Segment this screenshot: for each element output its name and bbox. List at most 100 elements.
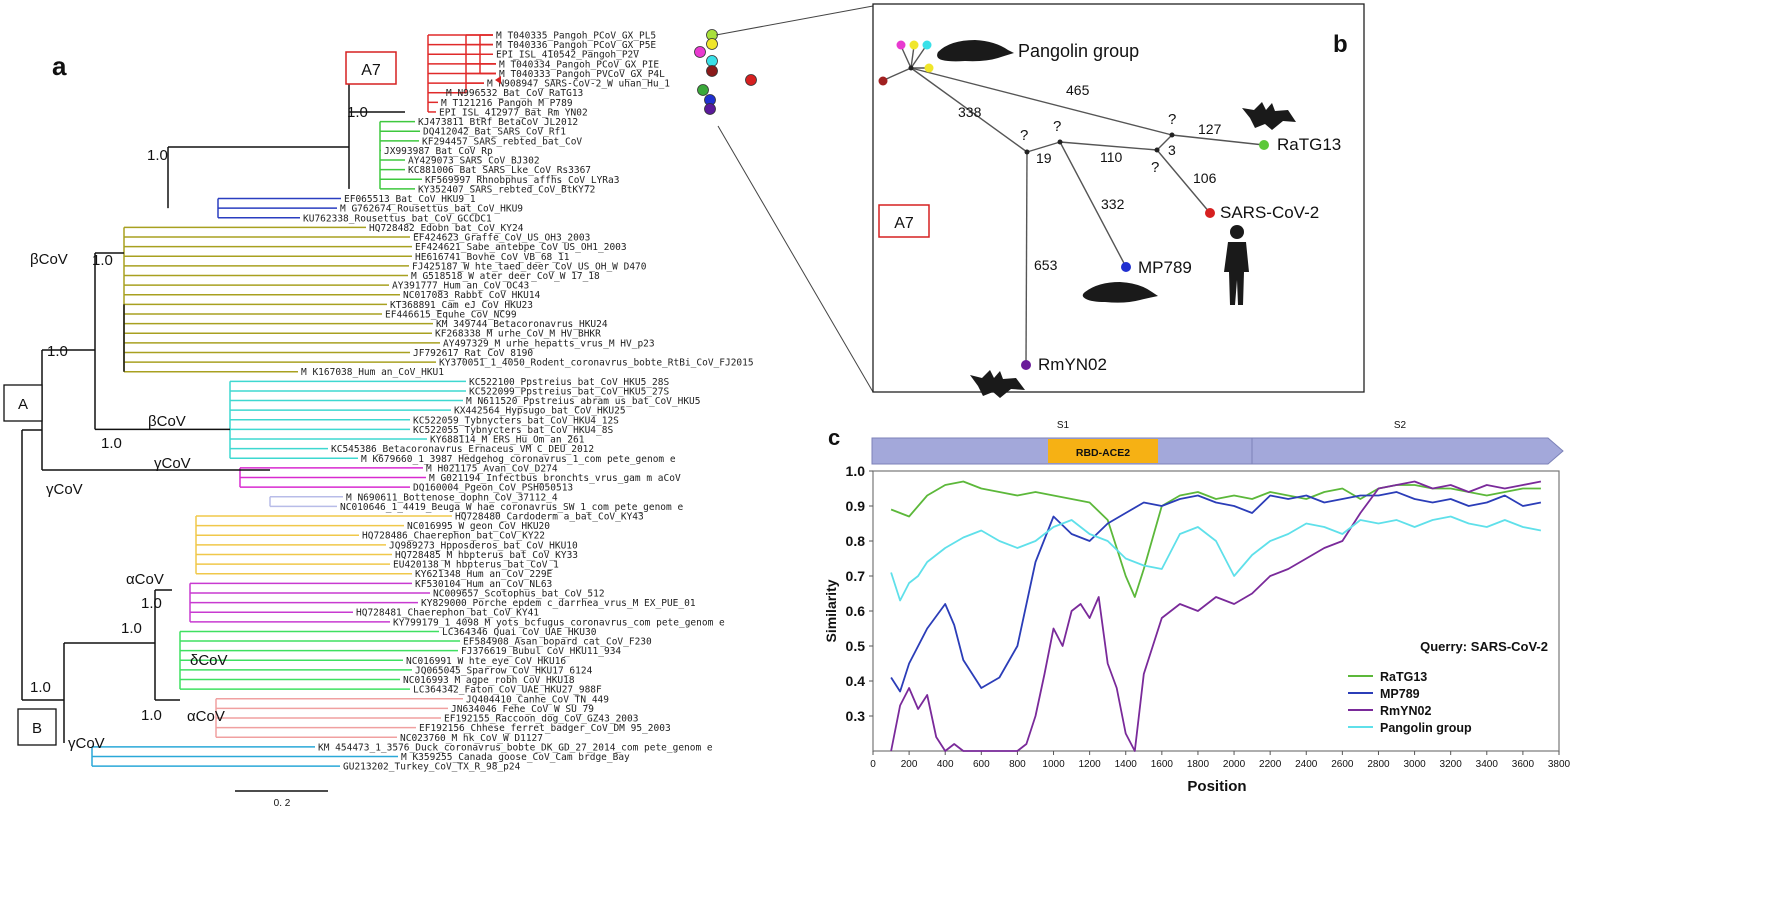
y-tick-label: 0.5 <box>846 638 866 654</box>
taxon-label: KF268338_M urhe_CoV_M HV_BHKR <box>435 329 601 340</box>
taxon-label: EPI_ISL_412977_Bat_Rm YN02 <box>439 107 588 118</box>
genus-alpha-1: αCoV <box>126 571 164 588</box>
legend-pangolin: Pangolin group <box>1380 721 1472 735</box>
taxon-label: KT368891_Cam eJ_CoV_HKU23 <box>390 300 533 311</box>
x-tick-label: 800 <box>1009 759 1026 770</box>
x-tick-label: 3800 <box>1548 759 1571 770</box>
taxon-label: KM 454473_1_3576_Duck_coronavrus_bobte_D… <box>318 742 713 753</box>
node-p1e <box>922 40 932 50</box>
taxon-label: EPI_ISL_410542_Pangoh_P2V <box>496 50 639 61</box>
y-axis-ticks: 1.00.90.80.70.60.50.40.3 <box>846 463 873 724</box>
taxon-label: M T121216_Pangoh_M P789 <box>441 98 573 109</box>
node-p5e <box>909 40 919 50</box>
taxon-label: KU762338_Rousettus_bat_CoV_GCCDC1 <box>303 213 492 224</box>
label-rmyn02: RmYN02 <box>1038 355 1107 374</box>
connector-bottom <box>717 125 874 393</box>
taxon-label: M N996532_Bat_CoV_RaTG13 <box>446 88 583 99</box>
label-sars-cov-2: SARS-CoV-2 <box>1220 203 1319 222</box>
legend-mp789: MP789 <box>1380 687 1420 701</box>
support-a7: 1.0 <box>347 104 368 121</box>
taxon-label: HQ728481_Chaerephon_bat_CoV_KY41 <box>356 608 539 619</box>
taxon-label: M G021194_Infectbus_bronchts_vrus_gam m … <box>429 473 681 484</box>
genus-gamma-3: γCoV <box>68 735 105 752</box>
node-median-1 <box>1024 149 1030 155</box>
x-tick-label: 600 <box>973 759 990 770</box>
taxon-label: KY352407_SARS_rebted_CoV_BtKY72 <box>418 184 595 195</box>
label-ratg13: RaTG13 <box>1277 135 1341 154</box>
taxon-label: KC522059_Tybnycters_bat_CoV_HKU4_12S <box>413 415 619 426</box>
dist-3: 3 <box>1168 142 1176 158</box>
unknown-markers: ? ? ? ? <box>1020 111 1176 176</box>
clade-b-label: B <box>32 720 42 737</box>
node-pangolin-hub <box>908 65 914 71</box>
taxon-label: JF792617_Rat_CoV_8190 <box>413 348 533 359</box>
taxon-label: KX442564_Hypsugo_bat_CoV_HKU25 <box>454 406 626 417</box>
taxon-label: LC364346_Quai_CoV_UAE_HKU30 <box>442 627 597 638</box>
taxon-label: EF065513_Bat_CoV_HKU9_1 <box>344 194 476 205</box>
genus-alpha-2: αCoV <box>187 708 225 725</box>
s2-label: S2 <box>1394 420 1407 431</box>
taxon-label: LC364342_Faton_CoV_UAE_HKU27_988F <box>413 685 602 696</box>
panel-c-label: c <box>828 425 840 450</box>
taxon-label: GU213202_Turkey_CoV_TX_R_98_p24 <box>343 762 521 773</box>
taxon-label: JQ989273_Hpposderos_bat_CoV_HKU10 <box>389 540 578 551</box>
genus-beta-2: βCoV <box>148 413 186 430</box>
taxon-label: KC522100_Ppstreius_bat_CoV_HKU5_28S <box>469 377 669 388</box>
x-tick-label: 3000 <box>1403 759 1426 770</box>
support-delta: 1.0 <box>141 707 162 724</box>
y-tick-label: 0.6 <box>846 603 866 619</box>
edge-pangolin-1 <box>900 45 912 69</box>
x-tick-label: 1800 <box>1187 759 1210 770</box>
connector-top <box>715 5 874 36</box>
a7-box <box>345 51 397 85</box>
series-line-mp789 <box>890 491 1542 693</box>
dist-332: 332 <box>1101 196 1125 212</box>
y-tick-label: 0.3 <box>846 708 866 724</box>
tip-marker-ratg13 <box>697 84 709 96</box>
edge-332 <box>1059 141 1127 268</box>
taxon-label: HQ728480_Cardoderm a_bat_CoV_KY43 <box>455 512 644 523</box>
genus-delta: δCoV <box>190 652 228 669</box>
support-values: 1.0 1.0 1.0 1.0 1.0 1.0 1.0 1.0 1.0 <box>30 104 368 724</box>
scale-bar-label: 0. 2 <box>274 798 291 809</box>
taxon-label: M T040336_Pangoh_PCoV_GX_P5E <box>496 40 656 51</box>
series-line-pangolin-group <box>890 515 1542 602</box>
node-mp789 <box>1121 262 1131 272</box>
network-edges <box>883 45 1265 365</box>
support-clade-a: 1.0 <box>47 343 68 360</box>
support-merbeco: 1.0 <box>101 435 122 452</box>
taxon-label: KY688114_M ERS_Hu_Om an_261 <box>430 435 585 446</box>
s1-label: S1 <box>1057 420 1070 431</box>
tip-marker-rmyn02 <box>704 103 716 115</box>
dist-110: 110 <box>1100 149 1123 165</box>
y-tick-label: 0.9 <box>846 498 866 514</box>
y-axis-title: Similarity <box>823 579 839 642</box>
rbd-ace2-label: RBD-ACE2 <box>1076 447 1130 459</box>
taxon-label: M H021175_Avan_CoV_D274 <box>426 463 558 474</box>
taxon-label: NC010646_1_4419_Beuga_W hae_coronavrus_S… <box>340 502 683 513</box>
node-ratg13 <box>1259 140 1269 150</box>
taxon-label: KY370051_1_4050_Rodent_coronavrus_bobte_… <box>439 358 754 369</box>
support-beta: 1.0 <box>92 252 113 269</box>
edge-19 <box>1026 141 1061 153</box>
dist-106: 106 <box>1193 170 1217 186</box>
support-alpha: 1.0 <box>141 595 162 612</box>
legend-rmyn02: RmYN02 <box>1380 704 1431 718</box>
series-line-rmyn02 <box>890 480 1542 752</box>
taxon-label: EF446615_Equhe_CoV_NC99 <box>385 309 517 320</box>
taxon-label: KY829000_Porche_epdem c_darrhea_vrus_M E… <box>421 598 696 609</box>
x-tick-label: 2000 <box>1223 759 1246 770</box>
dist-465: 465 <box>1066 82 1090 98</box>
unknown-1: ? <box>1020 127 1028 144</box>
taxon-label: M N611520_Ppstreius_abram us_bat_CoV_HKU… <box>466 396 701 407</box>
x-tick-label: 0 <box>870 759 876 770</box>
node-p2v <box>896 40 906 50</box>
x-tick-label: 1000 <box>1042 759 1065 770</box>
y-tick-label: 1.0 <box>846 463 866 479</box>
taxon-label: NC016991_W hte_eye_CoV_HKU16 <box>406 656 566 667</box>
a7-label-network: A7 <box>894 215 914 232</box>
unknown-3: ? <box>1168 111 1176 128</box>
rbd-ace2-box <box>1048 439 1158 463</box>
